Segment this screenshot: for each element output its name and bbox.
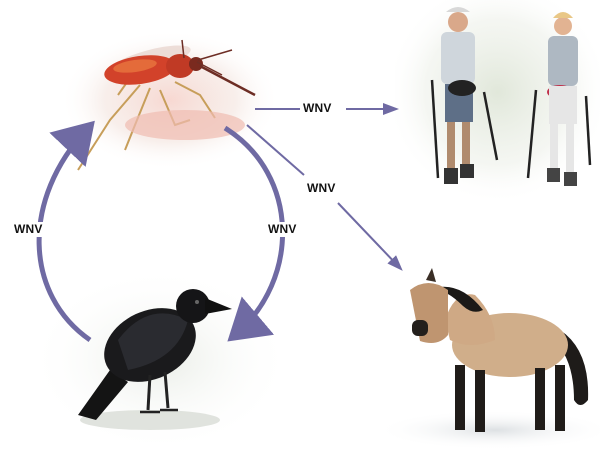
mosquito-illustration bbox=[60, 30, 280, 170]
arrow-mosquito-to-horse bbox=[247, 125, 400, 268]
label-wnv-mosquito-to-bird: WNV bbox=[266, 222, 299, 237]
label-wnv-mosquito-to-humans: WNV bbox=[301, 101, 334, 116]
label-wnv-bird-to-mosquito: WNV bbox=[12, 222, 45, 237]
crow-illustration bbox=[40, 275, 280, 445]
walking-people-illustration bbox=[395, 0, 600, 205]
label-wnv-mosquito-to-horse: WNV bbox=[305, 181, 338, 196]
horse-illustration bbox=[375, 268, 600, 450]
